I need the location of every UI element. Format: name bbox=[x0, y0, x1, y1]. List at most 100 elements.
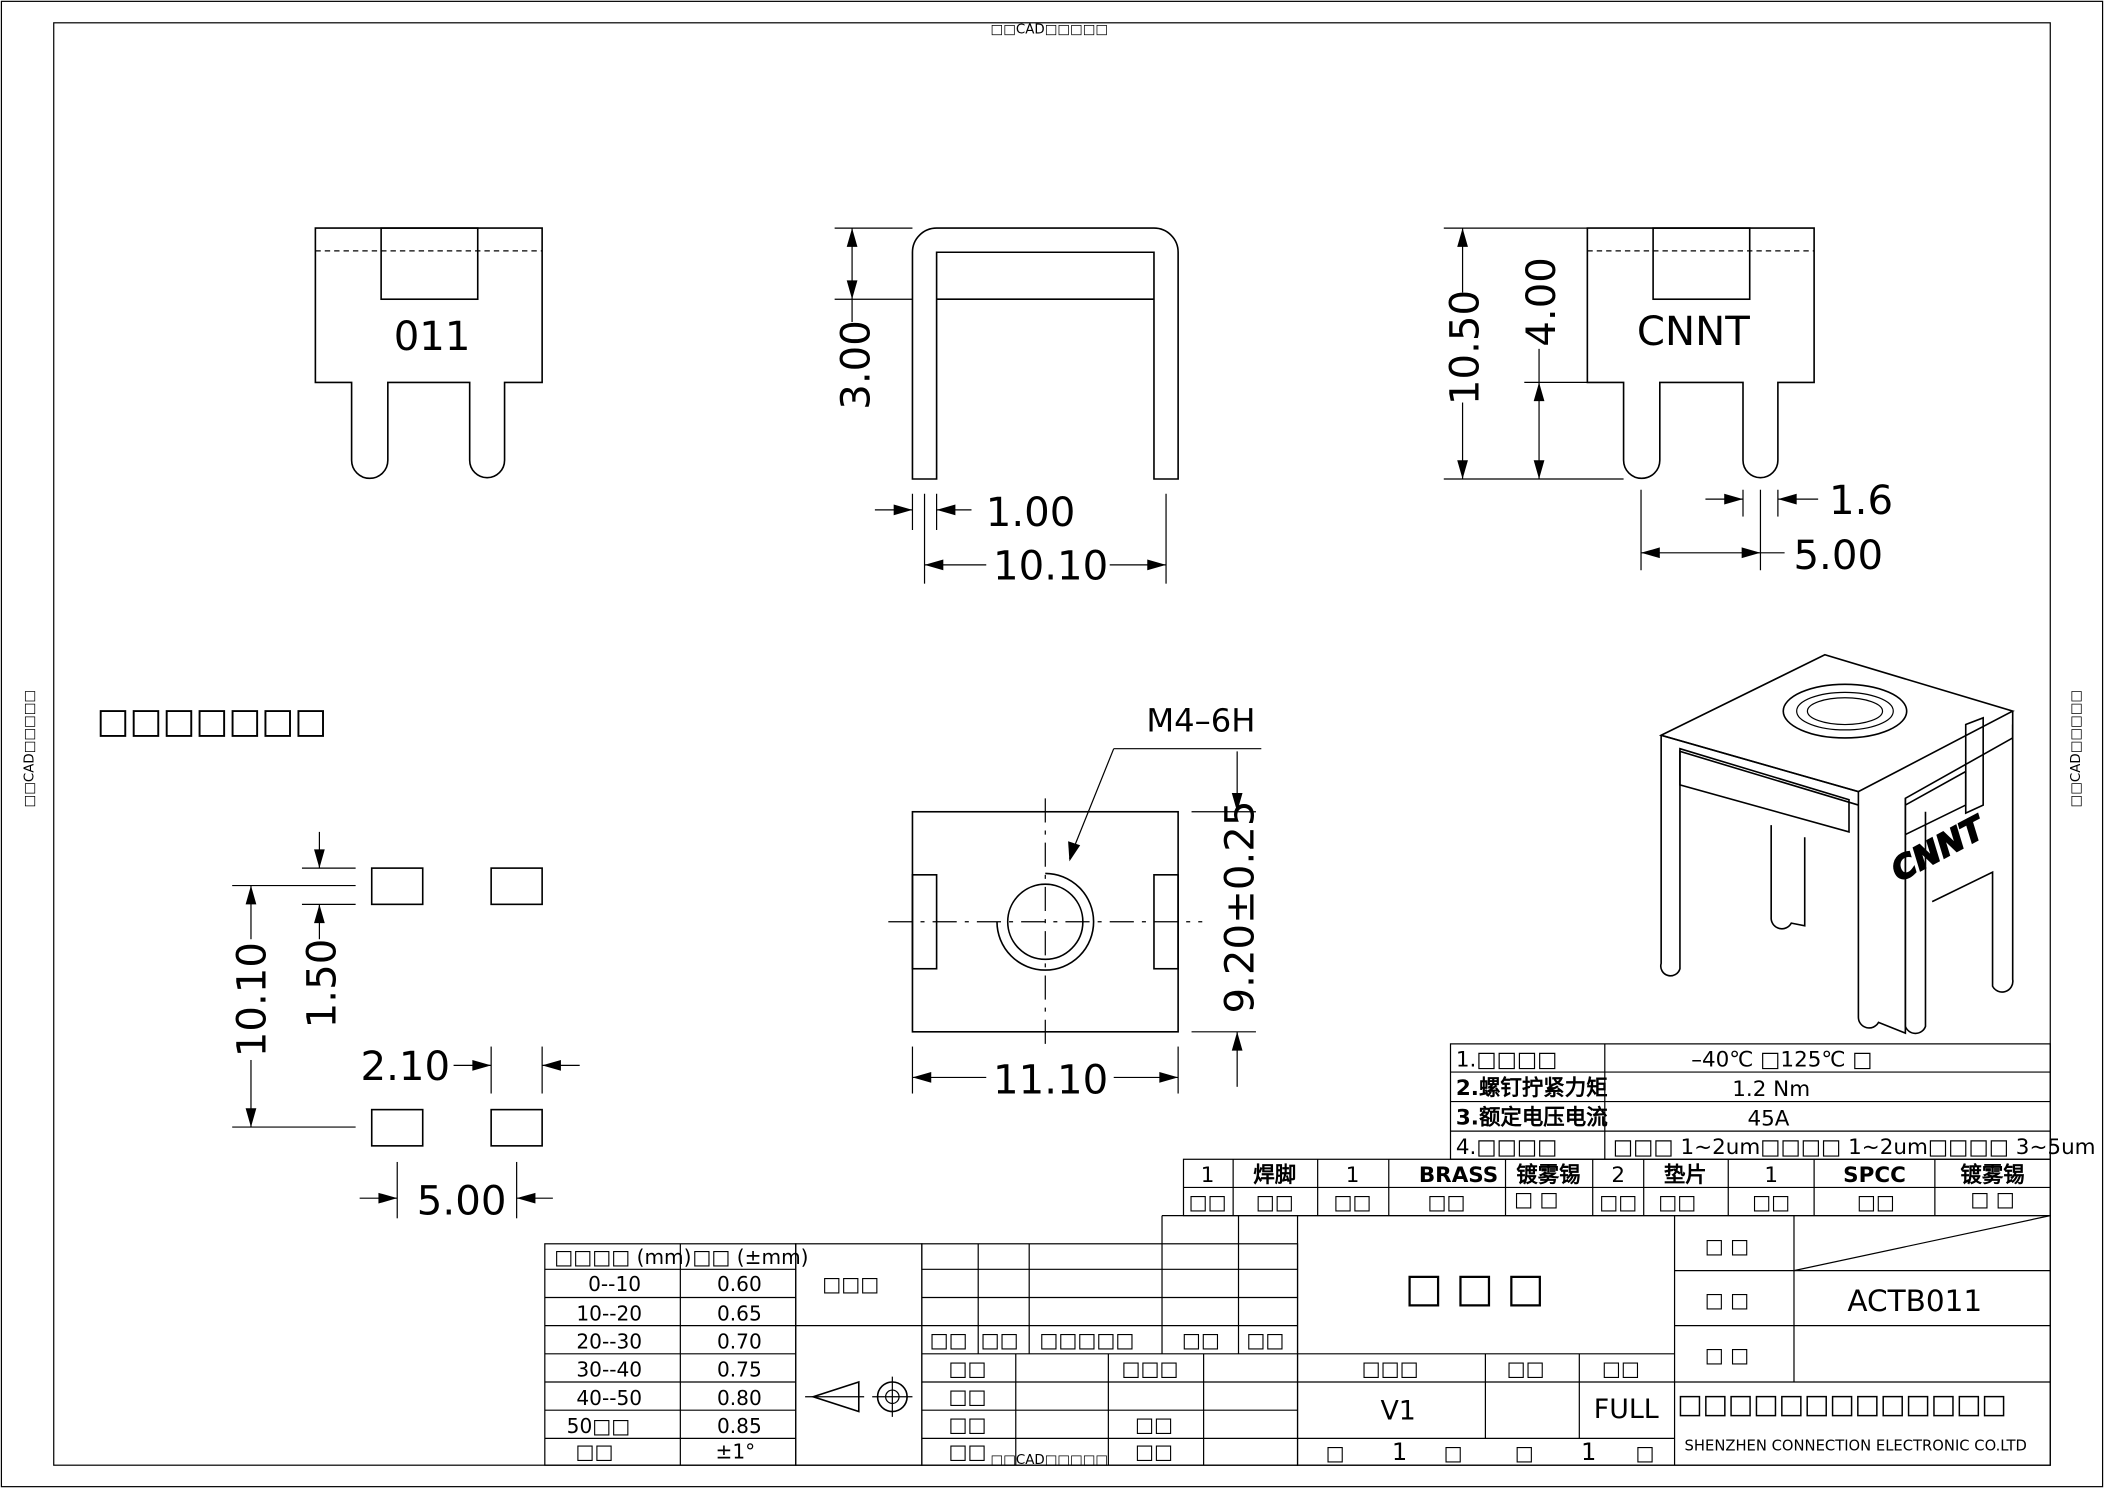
signoff-mid: □□ bbox=[1135, 1439, 1173, 1463]
part-number: ACTB011 bbox=[1847, 1284, 1982, 1318]
bom-cell: □□ bbox=[1189, 1190, 1227, 1214]
dim-overall-width: 10.10 bbox=[993, 544, 1108, 590]
spec-1-value: –40℃ □125℃ □ bbox=[1691, 1048, 1872, 1073]
company-cn: □□□□□□□□□□□□□ bbox=[1677, 1389, 2007, 1420]
signoff-label: □□ bbox=[1182, 1328, 1220, 1352]
spec-3-value: 45A bbox=[1748, 1107, 1790, 1132]
dim-pad-gap: 2.10 bbox=[360, 1044, 450, 1090]
bom-cell: 垫片 bbox=[1664, 1162, 1707, 1188]
dim-top-width: 11.10 bbox=[993, 1058, 1108, 1104]
bom-cell: □□ bbox=[1427, 1190, 1465, 1214]
bom-cell: □□ bbox=[1256, 1190, 1294, 1214]
tol-value: 0.75 bbox=[717, 1358, 762, 1382]
bom-cell: 2 bbox=[1611, 1163, 1625, 1188]
spec-1-label: 1.□□□□ bbox=[1456, 1048, 1558, 1073]
rear-view: CNNT 10.50 4.00 1.6 5.00 bbox=[1443, 227, 1893, 579]
tol-range: □□ bbox=[575, 1439, 613, 1463]
sheet-pre2: □ bbox=[1515, 1441, 1534, 1465]
bom-cell: 1 bbox=[1201, 1163, 1215, 1188]
bom-cell: 1 bbox=[1764, 1163, 1778, 1188]
scale-label: □□□ bbox=[1362, 1356, 1419, 1380]
tol-value: 0.65 bbox=[717, 1301, 762, 1325]
watermark-top: □□CAD□□□□□ bbox=[991, 23, 1109, 38]
sheet-pre: □ bbox=[1326, 1441, 1345, 1465]
front-view: 011 bbox=[314, 227, 543, 480]
tol-value: 0.70 bbox=[717, 1329, 762, 1353]
part-label: □ □ bbox=[1705, 1288, 1749, 1312]
tol-range: 10--20 bbox=[576, 1301, 642, 1325]
watermark-left: □□CAD□□□□□ bbox=[23, 690, 38, 808]
projection-label: □□□ bbox=[822, 1272, 879, 1296]
tolerance-table: □□□□ (mm) □□ (±mm) 0--10 0.60 10--20 0.6… bbox=[544, 1243, 809, 1466]
bom-cell: 焊脚 bbox=[1253, 1163, 1296, 1188]
tol-value: 0.60 bbox=[717, 1272, 762, 1296]
tol-value: 0.80 bbox=[717, 1386, 762, 1410]
signoff-left: □□ bbox=[948, 1413, 986, 1437]
pad-bottom-right bbox=[490, 1108, 543, 1147]
spec-4-value: □□□ 1~2um□□□□ 1~2um□□□□ 3~5um bbox=[1613, 1135, 2096, 1160]
side-view: 3.00 1.00 10.10 bbox=[834, 227, 1179, 590]
tol-range: 30--40 bbox=[576, 1358, 642, 1382]
thread-callout: M4–6H bbox=[1146, 701, 1255, 739]
sheet-total: 1 bbox=[1581, 1438, 1596, 1466]
dim-pin-width: 1.6 bbox=[1829, 478, 1893, 524]
spec-table: 1.□□□□ 2.螺钉拧紧力矩 3.额定电压电流 4.□□□□ –40℃ □12… bbox=[1449, 1043, 2096, 1160]
pad-bottom-left bbox=[370, 1108, 424, 1147]
name-label: □ □ bbox=[1705, 1234, 1749, 1258]
dim-body-height: 4.00 bbox=[1519, 257, 1565, 347]
tol-value: ±1° bbox=[715, 1439, 755, 1463]
signoff-label: □□□□□ bbox=[1039, 1328, 1134, 1352]
company-en: SHENZHEN CONNECTION ELECTRONIC CO.LTD bbox=[1685, 1437, 2027, 1454]
bom-cell: SPCC bbox=[1843, 1163, 1906, 1188]
pad-top-left bbox=[370, 867, 424, 906]
drawing-frame bbox=[53, 22, 2051, 1466]
isometric-view: CNNT bbox=[1658, 653, 2015, 1035]
watermark-right: □□CAD□□□□□ bbox=[2069, 690, 2084, 808]
pcb-layout: □□□□□□□ 10.10 1.50 2.10 5.00 bbox=[97, 702, 580, 1224]
signoff-mid: □□□ bbox=[1121, 1356, 1178, 1380]
tol-header-tol: □□ (±mm) bbox=[692, 1245, 808, 1269]
front-marking: 011 bbox=[394, 314, 471, 360]
title-block: □ □ □ □□□ □□ □□ V1 FULL □ 1 □ □ 1 □ □ □ … bbox=[1296, 1215, 2051, 1466]
tol-range: 40--50 bbox=[576, 1386, 642, 1410]
bom-cell: □ □ bbox=[1514, 1187, 1558, 1211]
drawing-label: □ □ bbox=[1705, 1343, 1749, 1367]
signoff-left: □□ bbox=[948, 1439, 986, 1463]
version-value: V1 bbox=[1380, 1396, 1415, 1427]
dim-wall-thickness: 1.00 bbox=[986, 490, 1076, 536]
signoff-grid: □□ □□ □□□□□ □□ □□ □□ □□ □□ □□ □□□ □□ □□ bbox=[921, 1215, 1299, 1466]
signoff-label: □□ bbox=[1246, 1328, 1284, 1352]
scale-value: FULL bbox=[1594, 1394, 1659, 1425]
rear-marking: CNNT bbox=[1637, 309, 1750, 355]
spec-4-label: 4.□□□□ bbox=[1456, 1135, 1558, 1160]
tol-range: 0--10 bbox=[588, 1272, 641, 1296]
bom-cell: □ □ bbox=[1970, 1187, 2014, 1211]
projection-block: □□□ bbox=[795, 1243, 923, 1466]
dim-top-height: 3.00 bbox=[834, 320, 880, 410]
iso-logo: CNNT bbox=[1885, 807, 1993, 889]
top-view: M4–6H 9.20±0.25 11.10 bbox=[888, 701, 1263, 1104]
signoff-left: □□ bbox=[948, 1384, 986, 1408]
dim-pad-pitch-y: 10.10 bbox=[230, 942, 276, 1057]
product-name: □ □ □ bbox=[1405, 1265, 1545, 1311]
tol-value: 0.85 bbox=[717, 1414, 762, 1438]
signoff-label: □□ bbox=[930, 1328, 968, 1352]
tol-range: 50□□ bbox=[567, 1414, 631, 1438]
weight-label: □□ bbox=[1507, 1356, 1545, 1380]
spec-2-label: 2.螺钉拧紧力矩 bbox=[1456, 1075, 1608, 1101]
signoff-left: □□ bbox=[948, 1356, 986, 1380]
sheet-post: □ bbox=[1636, 1441, 1655, 1465]
dim-top-depth: 9.20±0.25 bbox=[1217, 801, 1263, 1014]
ratio-label: □□ bbox=[1602, 1356, 1640, 1380]
dim-pin-spacing: 5.00 bbox=[1793, 533, 1883, 579]
bom-cell: 1 bbox=[1346, 1163, 1360, 1188]
bom-cell: □□ bbox=[1658, 1190, 1696, 1214]
signoff-mid: □□ bbox=[1135, 1413, 1173, 1437]
dim-overall-height: 10.50 bbox=[1443, 290, 1489, 405]
bom-cell: 镀雾锡 bbox=[1516, 1162, 1580, 1188]
pad-top-right bbox=[490, 867, 543, 906]
sheet-number: 1 bbox=[1392, 1438, 1407, 1466]
spec-2-value: 1.2 Nm bbox=[1732, 1077, 1810, 1102]
